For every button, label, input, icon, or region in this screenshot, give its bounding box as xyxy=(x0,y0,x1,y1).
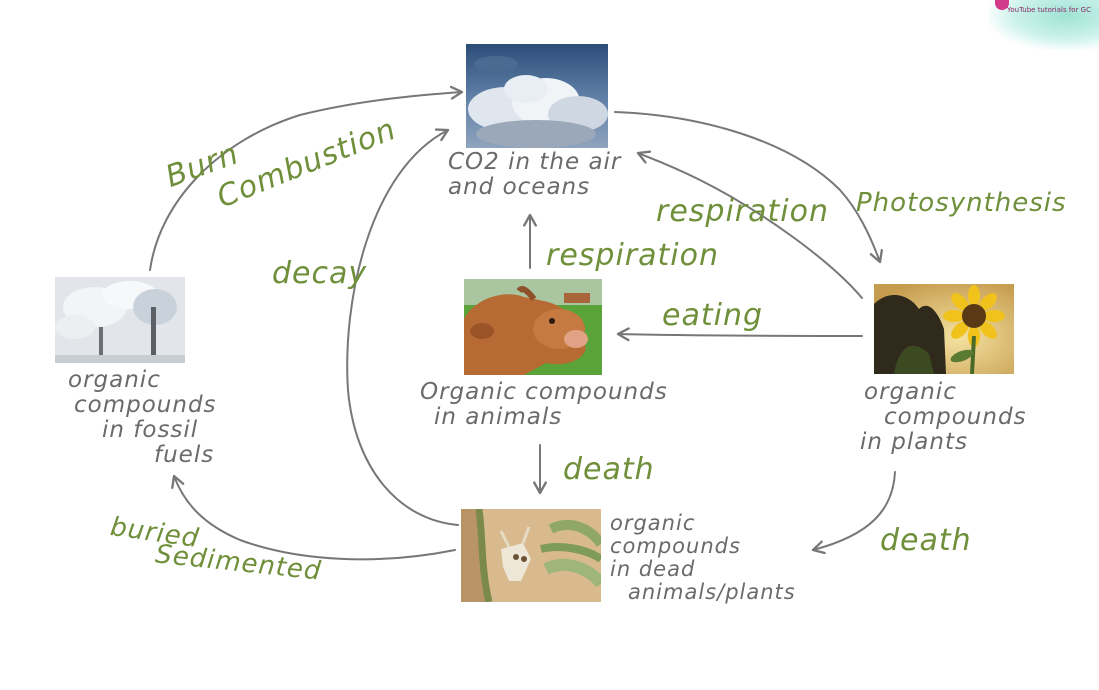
plants-label-line-1: organic xyxy=(864,379,957,405)
arrow-respiration-plants xyxy=(636,150,863,299)
process-death-plants: death xyxy=(880,523,972,558)
fossil-label-line-1: organic xyxy=(68,367,161,393)
arrow-combustion xyxy=(149,85,464,271)
animals-image xyxy=(464,279,602,375)
arrow-eating xyxy=(616,327,863,342)
dead-label-line-4: animals/plants xyxy=(628,580,796,604)
smokestack-icon xyxy=(55,277,185,363)
fossil-label-line-2: compounds xyxy=(74,392,217,418)
dead-label: organic compounds in dead animals/plants xyxy=(610,512,796,604)
arrow-photosynthesis xyxy=(614,111,883,264)
fossil-image xyxy=(55,277,185,363)
sunflower-icon xyxy=(874,284,1014,374)
air-label-line-1: CO2 in the air xyxy=(448,149,622,175)
air-label-line-2: and oceans xyxy=(448,174,591,200)
process-decay: decay xyxy=(272,256,368,291)
air-label: CO2 in the air and oceans xyxy=(448,150,621,200)
fossil-label: organic compounds in fossil fuels xyxy=(68,368,217,468)
dead-label-line-2: compounds xyxy=(610,534,741,558)
arrow-buried xyxy=(171,474,456,561)
cow-icon xyxy=(464,279,602,375)
process-death-animals: death xyxy=(563,452,655,487)
dead-label-line-1: organic xyxy=(610,511,696,535)
plants-label: organic compounds in plants xyxy=(860,380,1027,455)
plants-image xyxy=(874,284,1014,374)
channel-logo-icon xyxy=(995,0,1009,10)
skull-desert-icon xyxy=(461,509,601,602)
animals-label: Organic compounds in animals xyxy=(420,380,668,430)
plants-label-line-3: in plants xyxy=(860,429,968,455)
air-image xyxy=(466,44,608,148)
arrow-decay xyxy=(346,128,459,526)
cloud-sky-icon xyxy=(466,44,608,148)
animals-label-line-1: Organic compounds xyxy=(420,379,668,405)
channel-watermark: YouTube tutorials for GC xyxy=(989,0,1099,50)
dead-image xyxy=(461,509,601,602)
animals-label-line-2: in animals xyxy=(434,404,563,430)
fossil-label-line-3: in fossil xyxy=(102,417,199,443)
process-photosynthesis: Photosynthesis xyxy=(856,188,1067,218)
dead-label-line-3: in dead xyxy=(610,557,696,581)
watermark-text: YouTube tutorials for GC xyxy=(1007,6,1091,14)
process-respiration-animals: respiration xyxy=(546,238,719,273)
fossil-label-line-4: fuels xyxy=(154,442,215,468)
process-eating: eating xyxy=(662,298,763,333)
arrow-death-plants xyxy=(811,471,896,555)
process-respiration-plants: respiration xyxy=(656,194,829,229)
plants-label-line-2: compounds xyxy=(884,404,1027,430)
